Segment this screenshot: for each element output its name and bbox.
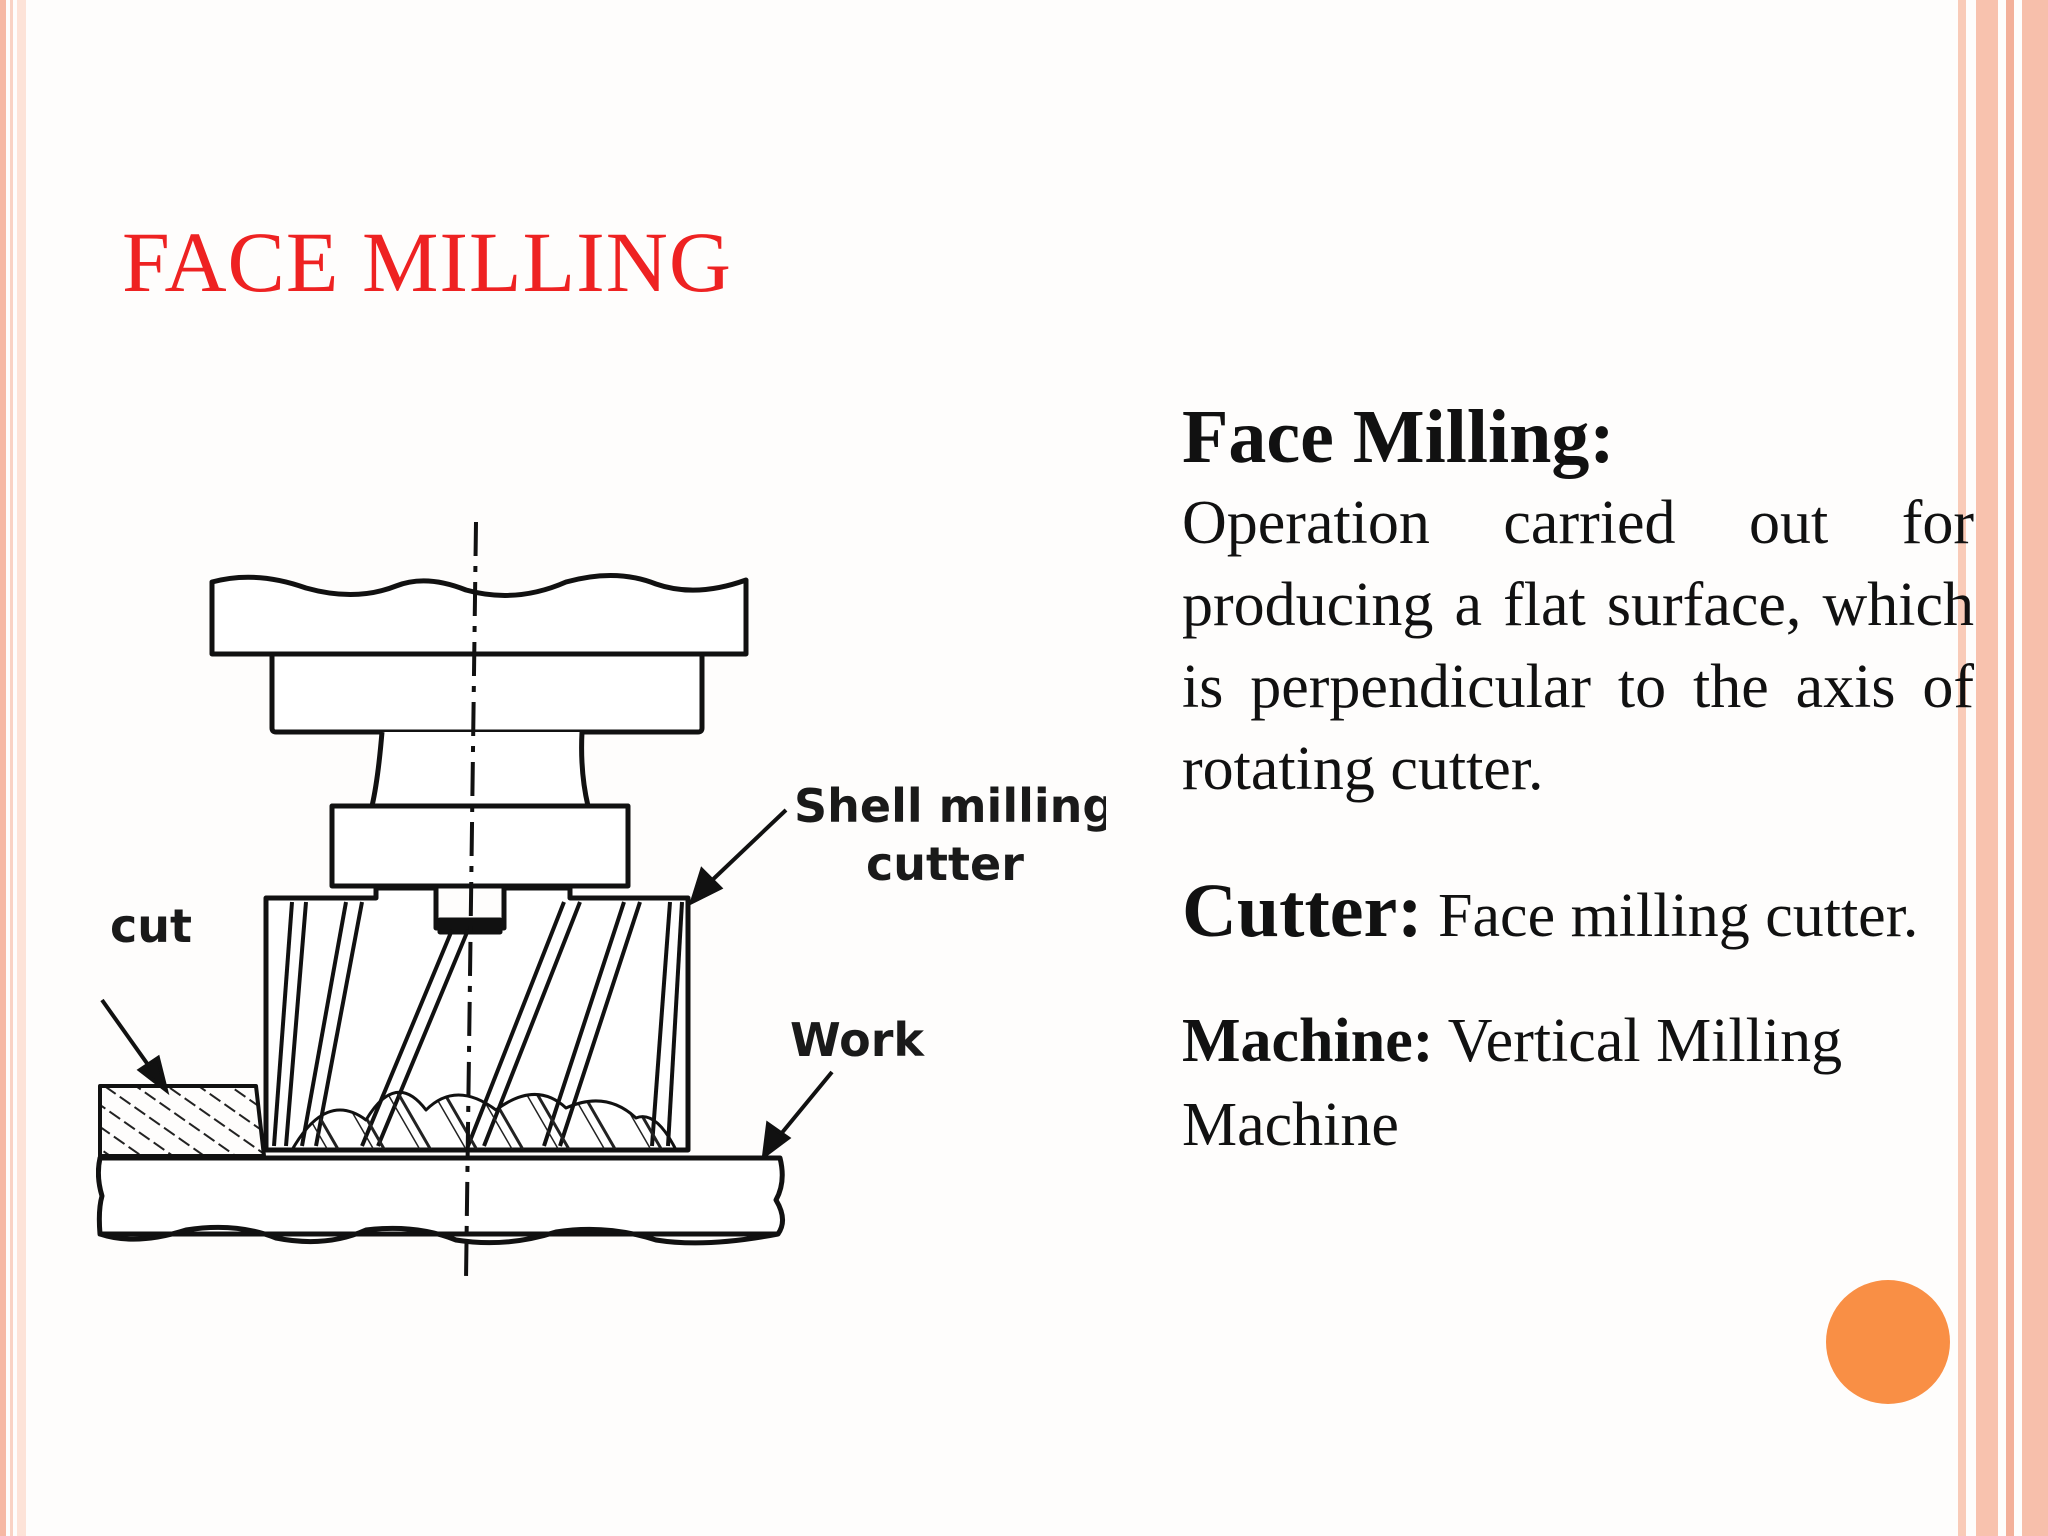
arbor-collar [329, 803, 631, 889]
diagram-label-cut: cut [110, 899, 192, 953]
spindle-head [209, 573, 749, 657]
description-text: Operation carried out for producing a fl… [1182, 489, 1974, 803]
cutter-chips [290, 1090, 678, 1152]
diagram-label-work: Work [790, 1013, 925, 1067]
diagram-label-cutter-line2: cutter [866, 837, 1024, 891]
slide-title: FACE MILLING [122, 214, 732, 310]
right-border-stripe [2022, 0, 2048, 1536]
content-panel: Face Milling: Operation carried out for … [1182, 392, 1974, 1167]
face-milling-diagram: Shell milling cutter Work cut [96, 521, 1106, 1281]
machine-label: Machine: [1182, 1007, 1434, 1075]
left-border-stripe [0, 0, 6, 1536]
cutter-label: Cutter: [1182, 869, 1423, 953]
shell-milling-cutter [263, 885, 691, 1153]
cutter-value: Face milling cutter. [1438, 882, 1919, 950]
machine-value: Vertical Milling Machine [1182, 1007, 1843, 1159]
orange-dot-decoration [1826, 1280, 1950, 1404]
section-heading: Face Milling: [1182, 395, 1615, 479]
axis-center-line [464, 521, 478, 1281]
spindle-flange [269, 651, 705, 735]
cut-arrow-head [136, 1054, 170, 1096]
work-arrow-head [761, 1120, 792, 1161]
machine-info: Machine: Vertical Milling Machine [1182, 999, 1974, 1167]
work-table [96, 1155, 785, 1237]
right-border-stripe [1958, 0, 1966, 1536]
left-border-stripe [10, 0, 13, 1536]
diagram-label-cutter-line1: Shell milling [794, 779, 1106, 833]
cutter-info: Cutter: Face milling cutter. [1182, 868, 1974, 959]
cut-region [98, 1084, 266, 1158]
right-border-stripe [2006, 0, 2014, 1536]
left-border-stripe [17, 0, 26, 1536]
right-border-stripe [1976, 0, 1998, 1536]
arbor-neck [369, 731, 591, 809]
cutter-arrow-head [688, 866, 724, 906]
